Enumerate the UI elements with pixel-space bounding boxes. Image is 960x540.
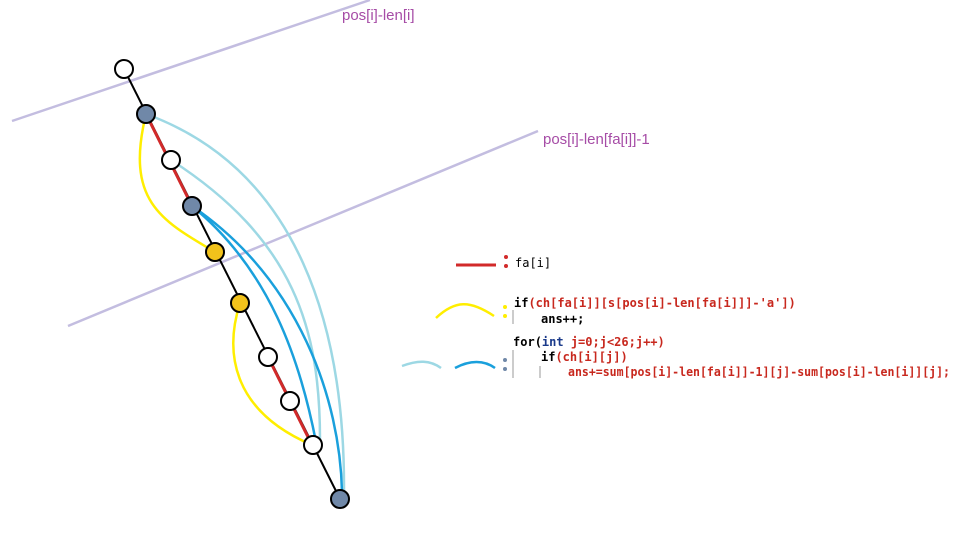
lower-line-label: pos[i]-len[fa[i]]-1 bbox=[543, 131, 650, 148]
node-empty-6 bbox=[258, 347, 278, 367]
yellow-curve-upper bbox=[138, 113, 216, 254]
legend-yellow-swatch bbox=[435, 303, 495, 319]
code-for-line: for(int j=0;j<26;j++) bbox=[513, 335, 665, 349]
yellow-curve-lower bbox=[232, 302, 313, 447]
legend-yellow-dot bbox=[503, 305, 507, 309]
node-empty-7 bbox=[280, 391, 300, 411]
legend-fa-label: fa[i] bbox=[515, 256, 551, 270]
light-blue-curve-outer bbox=[145, 112, 346, 493]
legend-blue-dot bbox=[503, 358, 507, 362]
light-blue-curve-inner bbox=[170, 158, 322, 441]
node-root bbox=[114, 59, 134, 79]
node-gold-upper bbox=[205, 242, 225, 262]
node-blue-mid bbox=[182, 196, 202, 216]
legend-light-blue-swatch bbox=[401, 360, 442, 370]
code-inner-if-line: if(ch[i][j]) bbox=[541, 350, 628, 364]
node-blue-top bbox=[136, 104, 156, 124]
blue-curve-outer bbox=[191, 204, 344, 493]
upper-reference-line bbox=[11, 0, 371, 123]
node-empty-8 bbox=[303, 435, 323, 455]
code-if-line: if(ch[fa[i]][s[pos[i]-len[fa[i]]]-'a']) bbox=[514, 296, 796, 310]
legend-yellow-dot bbox=[503, 314, 507, 318]
upper-line-label: pos[i]-len[i] bbox=[342, 7, 415, 24]
node-gold-lower bbox=[230, 293, 250, 313]
node-empty-2 bbox=[161, 150, 181, 170]
legend-blue-dot bbox=[503, 367, 507, 371]
node-blue-bottom bbox=[330, 489, 350, 509]
lower-reference-line bbox=[67, 129, 539, 328]
legend-red-dot bbox=[504, 264, 508, 268]
legend-blue-swatch bbox=[454, 360, 496, 370]
blue-curve-inner bbox=[191, 205, 318, 443]
code-ans-add-line: ans+=sum[pos[i]-len[fa[i]]-1][j]-sum[pos… bbox=[568, 365, 950, 379]
legend-red-dot bbox=[504, 255, 508, 259]
code-ans-inc: ans++; bbox=[541, 312, 584, 326]
